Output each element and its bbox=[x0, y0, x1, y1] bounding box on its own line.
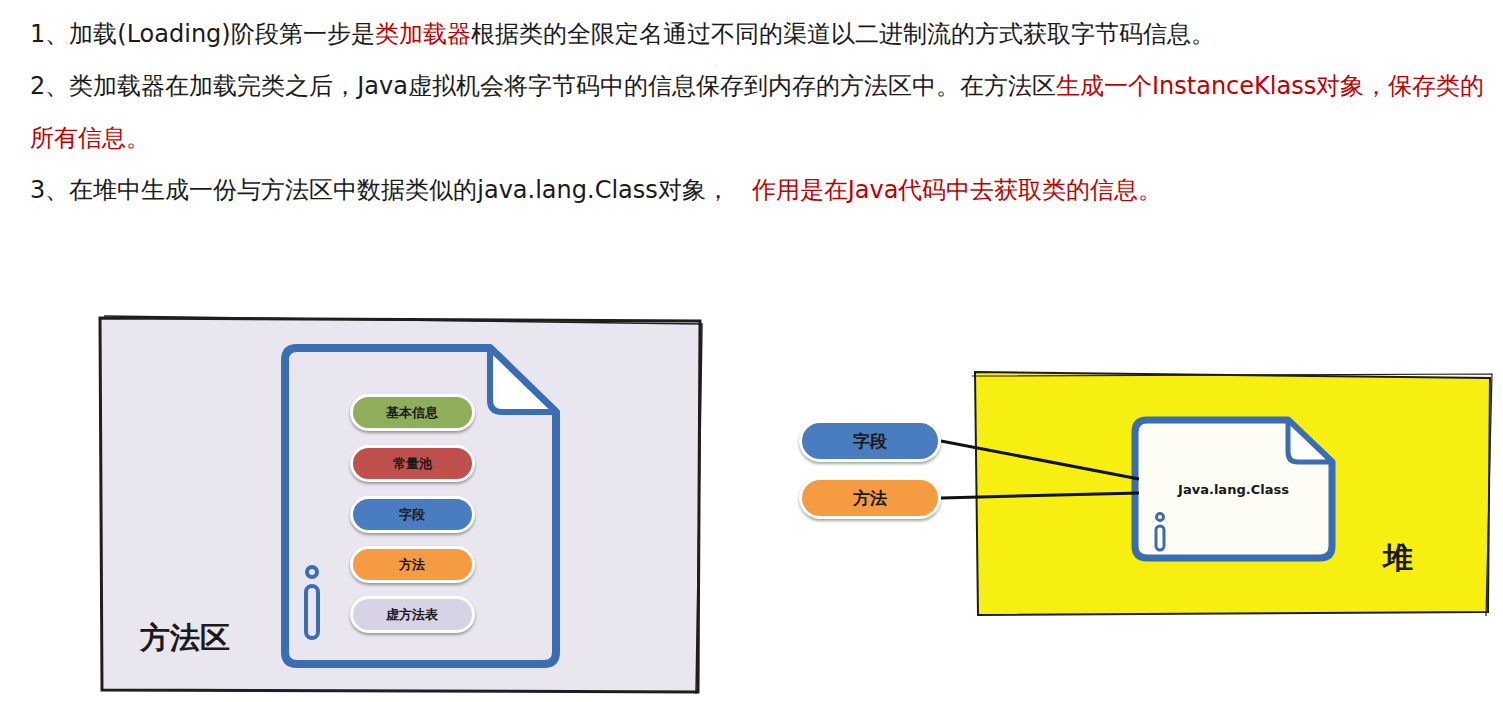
area-label: 方法区 bbox=[140, 618, 230, 659]
pill-label: 方法 bbox=[853, 487, 887, 510]
body-text: 1、加载(Loading)阶段第一步是 bbox=[30, 20, 375, 48]
connector-line bbox=[941, 441, 1139, 479]
info-pill: 方法 bbox=[350, 546, 475, 583]
info-pill: 常量池 bbox=[350, 445, 475, 482]
method-area-ground bbox=[100, 318, 700, 692]
field-pill: 字段 bbox=[799, 420, 941, 462]
class-document-icon bbox=[1135, 420, 1332, 558]
pill-label: 基本信息 bbox=[386, 404, 438, 422]
body-text: 3、在堆中生成一份与方法区中数据类似的java.lang.Class对象， bbox=[30, 176, 730, 204]
info-pill: 基本信息 bbox=[350, 394, 475, 431]
highlight-text: 类加载器 bbox=[375, 20, 471, 48]
description-line: 3、在堆中生成一份与方法区中数据类似的java.lang.Class对象， 作用是… bbox=[30, 164, 1490, 216]
pill-label: 字段 bbox=[853, 430, 887, 453]
info-icon-bar bbox=[1156, 526, 1164, 550]
description-line: 1、加载(Loading)阶段第一步是类加载器根据类的全限定名通过不同的渠道以二… bbox=[30, 8, 1490, 60]
method-pill: 方法 bbox=[799, 477, 941, 519]
pill-label: 常量池 bbox=[393, 455, 432, 473]
info-pill: 字段 bbox=[350, 496, 475, 533]
body-text: 根据类的全限定名通过不同的渠道以二进制流的方式获取字节码信息。 bbox=[471, 20, 1215, 48]
heap-ground bbox=[975, 372, 1490, 615]
connector-line bbox=[941, 493, 1139, 498]
highlight-text: 作用是在Java代码中去获取类的信息。 bbox=[752, 176, 1163, 204]
document-icon bbox=[285, 348, 556, 664]
document-fold bbox=[1288, 420, 1332, 462]
pill-label: 字段 bbox=[399, 506, 425, 524]
description-text: 1、加载(Loading)阶段第一步是类加载器根据类的全限定名通过不同的渠道以二… bbox=[30, 8, 1490, 216]
class-label: Java.lang.Class bbox=[1178, 482, 1289, 497]
document-fold bbox=[490, 348, 556, 412]
method-area: 方法区 基本信息常量池字段方法虚方法表 bbox=[100, 318, 700, 692]
info-icon-dot bbox=[307, 567, 317, 577]
info-pill: 虚方法表 bbox=[350, 596, 475, 633]
body-text: 2、类加载器在加载完类之后，Java虚拟机会将字节码中的信息保存到内存的方法区中… bbox=[30, 72, 1056, 100]
sketch-stroke bbox=[104, 316, 702, 694]
class-object: Java.lang.Class bbox=[1139, 424, 1328, 554]
description-line: 2、类加载器在加载完类之后，Java虚拟机会将字节码中的信息保存到内存的方法区中… bbox=[30, 60, 1490, 164]
pill-label: 方法 bbox=[399, 556, 425, 574]
area-label: 堆 bbox=[1383, 538, 1413, 579]
heap-area: 堆 Java.lang.Class bbox=[975, 372, 1490, 615]
info-icon-dot bbox=[1157, 514, 1164, 521]
info-icon-bar bbox=[306, 586, 318, 638]
pill-label: 虚方法表 bbox=[386, 606, 438, 624]
